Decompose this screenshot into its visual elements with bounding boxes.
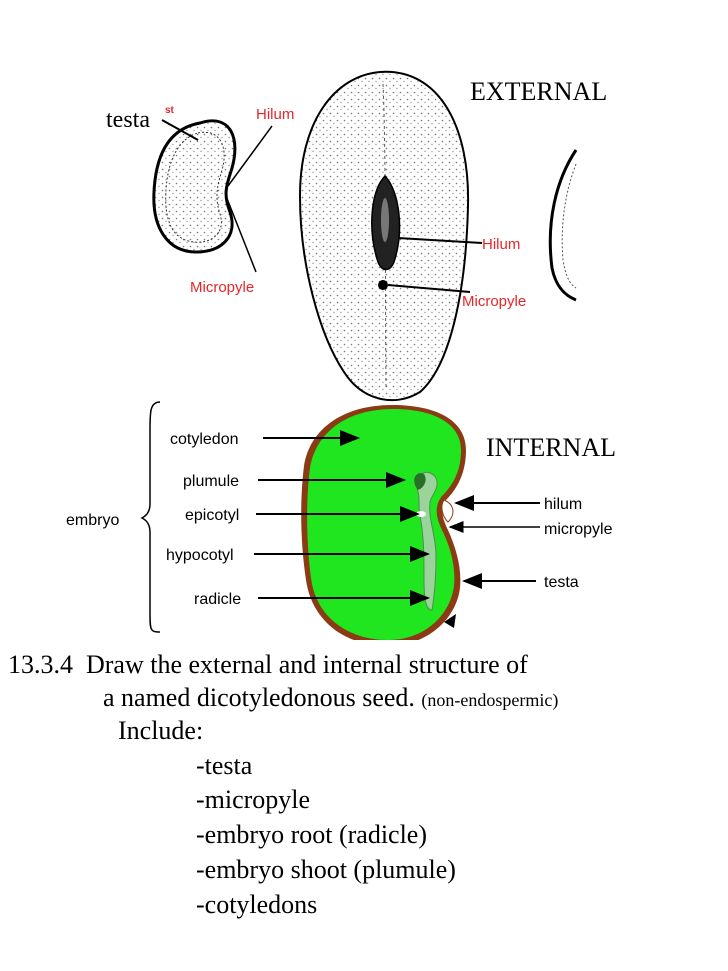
testa-edge-arrowhead bbox=[444, 614, 456, 628]
external-heading: EXTERNAL bbox=[470, 77, 607, 106]
epicotyl-label: epicotyl bbox=[185, 507, 239, 524]
caption-line-2: a named dicotyledonous seed. bbox=[103, 683, 415, 712]
large-seed-hilum-label: Hilum bbox=[482, 236, 520, 253]
include-item-radicle: -embryo root (radicle) bbox=[196, 820, 428, 849]
small-seed-outline bbox=[152, 119, 237, 254]
large-seed-hilum-line bbox=[397, 237, 483, 244]
large-seed-hilum-light bbox=[381, 198, 389, 242]
cotyledon-label: cotyledon bbox=[170, 431, 239, 448]
testa-pointer-line bbox=[161, 119, 199, 141]
small-seed-hilum-label: Hilum bbox=[256, 106, 294, 123]
include-label: Include: bbox=[118, 716, 204, 745]
hilum-notch bbox=[441, 499, 454, 523]
hypocotyl-label: hypocotyl bbox=[166, 547, 234, 564]
micropyle-label: micropyle bbox=[544, 521, 613, 538]
plumule-leaf bbox=[414, 473, 426, 490]
include-item-plumule: -embryo shoot (plumule) bbox=[196, 855, 456, 884]
include-item-testa: -testa bbox=[196, 751, 253, 780]
seed-diagram: EXTERNAL testa st Hilum Micropyle Hilum … bbox=[66, 70, 616, 640]
internal-heading: INTERNAL bbox=[486, 433, 616, 462]
large-seed-micropyle-line bbox=[387, 284, 471, 293]
embryo-brace bbox=[140, 401, 161, 633]
include-item-cotyledons: -cotyledons bbox=[196, 890, 318, 919]
large-seed-drawing bbox=[298, 70, 470, 402]
embryo-label: embryo bbox=[66, 512, 119, 529]
edge-seed-outline bbox=[548, 149, 578, 302]
small-seed-micropyle-label: Micropyle bbox=[190, 279, 254, 296]
small-seed-inner-edge bbox=[165, 131, 225, 243]
embryo-axis bbox=[416, 471, 438, 611]
caption-line-1: Draw the external and internal structure… bbox=[86, 650, 528, 679]
cotyledon-shape bbox=[307, 409, 461, 640]
plumule-label: plumule bbox=[183, 473, 239, 490]
caption-number: 13.3.4 bbox=[8, 650, 73, 679]
small-seed-drawing bbox=[152, 119, 237, 254]
caption-line-2-note: (non-endospermic) bbox=[421, 690, 559, 710]
large-seed-micropyle-dot bbox=[378, 280, 388, 290]
include-item-micropyle: -micropyle bbox=[196, 785, 311, 814]
radicle-label: radicle bbox=[194, 591, 241, 608]
small-seed-testa-label: testa bbox=[106, 107, 150, 133]
seed-section-drawing bbox=[301, 405, 466, 640]
small-seed-hilum-line bbox=[227, 125, 273, 187]
large-seed-micropyle-label: Micropyle bbox=[462, 293, 526, 310]
testa-label: testa bbox=[544, 574, 579, 591]
edge-seed-inner bbox=[561, 163, 577, 289]
small-seed-st-label: st bbox=[165, 105, 175, 116]
small-seed-micropyle-line bbox=[225, 195, 257, 273]
hilum-label: hilum bbox=[544, 496, 582, 513]
